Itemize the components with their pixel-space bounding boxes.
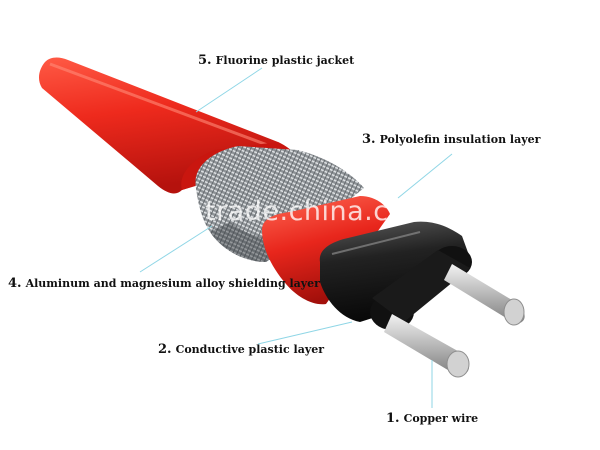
jacket-highlight <box>49 62 271 148</box>
label-fluorine-jacket: 5.Fluorine plastic jacket <box>198 54 354 68</box>
label-number: 5. <box>198 53 212 68</box>
label-number: 1. <box>386 411 400 426</box>
label-conductive-layer: 2.Conductive plastic layer <box>158 343 324 357</box>
core-bridge <box>372 250 470 322</box>
label-number: 2. <box>158 342 172 357</box>
copper-wire-lower-tip <box>446 350 470 378</box>
watermark: trade.china.cn <box>205 196 407 227</box>
leader-insulation <box>397 153 453 199</box>
label-text: Aluminum and magnesium alloy shielding l… <box>25 277 320 290</box>
insulation-highlight <box>331 231 421 255</box>
label-copper-wire: 1.Copper wire <box>386 412 478 426</box>
label-text: Polyolefin insulation layer <box>379 133 541 146</box>
braided-shield <box>195 146 364 262</box>
leader-conductive <box>257 321 353 345</box>
leader-jacket <box>195 67 263 113</box>
copper-wire-upper-tip <box>503 298 525 326</box>
label-polyolefin-insulation: 3.Polyolefin insulation layer <box>362 133 540 147</box>
label-number: 3. <box>362 132 376 147</box>
label-number: 4. <box>8 276 22 291</box>
label-text: Fluorine plastic jacket <box>215 54 355 67</box>
label-shielding-layer: 4.Aluminum and magnesium alloy shielding… <box>8 277 320 291</box>
leader-shield <box>139 225 213 273</box>
leader-lines <box>139 67 453 408</box>
label-text: Conductive plastic layer <box>175 343 325 356</box>
label-text: Copper wire <box>403 412 479 425</box>
